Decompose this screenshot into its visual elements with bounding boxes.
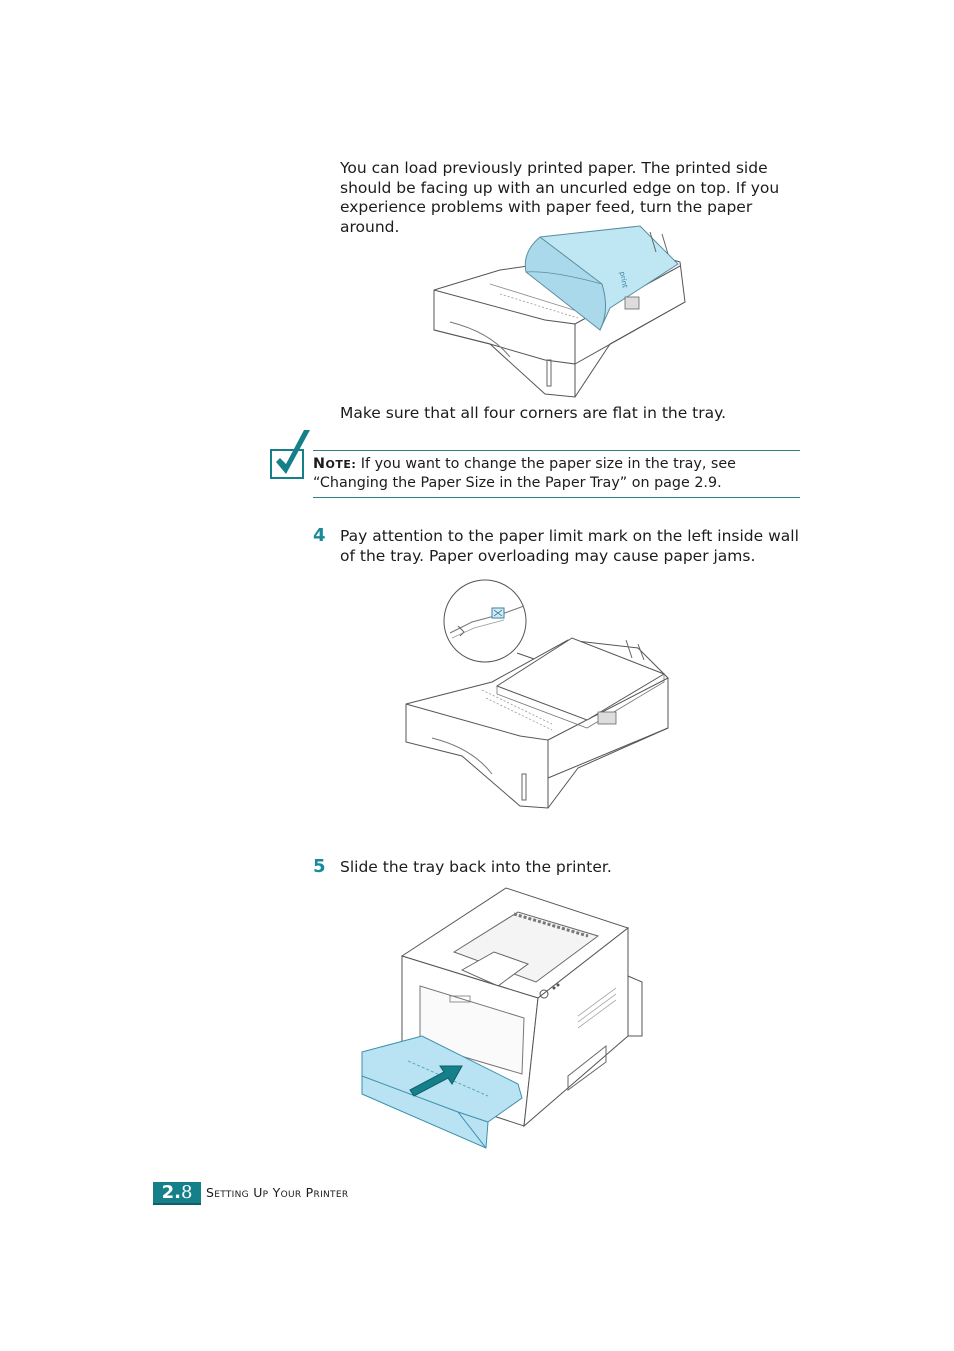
note-bottom-rule bbox=[313, 497, 800, 498]
chapter-number: 2. bbox=[161, 1182, 181, 1203]
step-number: 5 bbox=[313, 856, 326, 877]
printer-tray-insertion-illustration bbox=[361, 887, 643, 1149]
page-number-badge: 2.8 bbox=[153, 1182, 201, 1203]
step-number: 4 bbox=[313, 525, 326, 546]
svg-text:print: print bbox=[618, 271, 629, 289]
note-label: NOTE: bbox=[313, 456, 357, 472]
note-block: NOTE: If you want to change the paper si… bbox=[313, 455, 803, 492]
step-text: Pay attention to the paper limit mark on… bbox=[340, 527, 799, 565]
step-text: Slide the tray back into the printer. bbox=[340, 858, 612, 876]
footer-rule bbox=[153, 1203, 201, 1205]
checkmark-box-icon bbox=[270, 430, 310, 479]
insert-arrow-icon bbox=[409, 1065, 463, 1097]
note-text: If you want to change the paper size in … bbox=[313, 456, 736, 491]
flat-corners-paragraph: Make sure that all four corners are flat… bbox=[340, 404, 727, 422]
reload-paper-paragraph: You can load previously printed paper. T… bbox=[340, 159, 780, 236]
paper-limit-mark-illustration bbox=[405, 579, 669, 809]
tray-with-printed-paper-illustration: print bbox=[433, 225, 686, 398]
note-top-rule bbox=[313, 450, 800, 451]
chapter-title: Setting Up Your Printer bbox=[206, 1185, 349, 1200]
page-number: 8 bbox=[180, 1182, 193, 1203]
